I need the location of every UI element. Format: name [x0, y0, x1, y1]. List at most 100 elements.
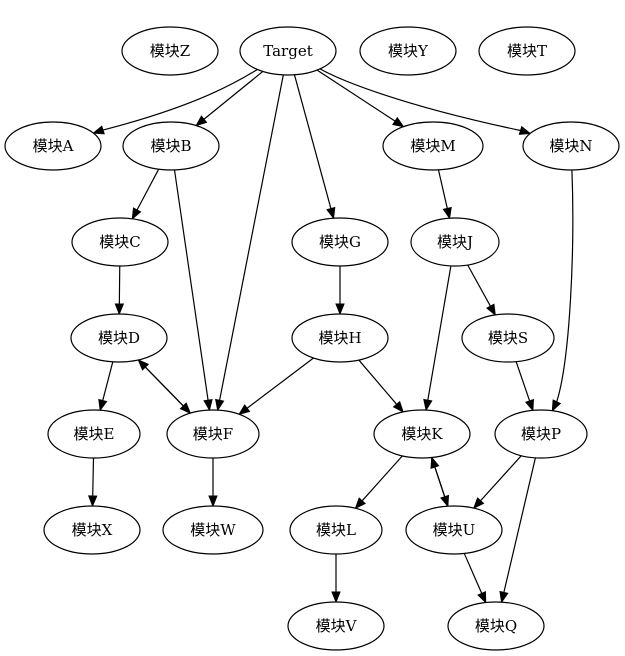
edge-line — [437, 169, 448, 209]
edge-f-to-w — [208, 458, 218, 508]
edge-u-to-k — [430, 456, 449, 507]
node-ellipse — [291, 313, 389, 363]
arrowhead-icon — [392, 116, 405, 128]
arrowhead-icon — [551, 399, 562, 412]
node-label: 模块J — [437, 233, 473, 251]
edge-line — [361, 455, 403, 502]
arrowhead-icon — [331, 591, 341, 604]
arrowhead-icon — [486, 303, 496, 317]
edge-line — [173, 169, 209, 401]
edge-b-to-f — [173, 169, 213, 412]
edge-line — [102, 361, 114, 401]
arrowhead-icon — [499, 590, 509, 604]
arrowhead-icon — [335, 303, 345, 316]
node-ellipse — [494, 409, 588, 459]
node-s: 模块S — [461, 313, 555, 363]
node-j: 模块J — [410, 217, 500, 267]
node-a: 模块A — [4, 121, 102, 171]
arrowhead-icon — [354, 497, 367, 510]
node-ellipse — [71, 217, 169, 267]
node-label: 模块M — [410, 137, 455, 155]
edge-target-to-f — [215, 74, 284, 412]
arrowhead-icon — [477, 591, 487, 604]
arrowhead-icon — [137, 358, 150, 371]
edge-target-to-n — [319, 68, 532, 135]
node-label: 模块N — [549, 137, 592, 155]
node-label: 模块X — [72, 521, 113, 539]
edge-line — [467, 264, 491, 307]
edge-j-to-s — [467, 264, 496, 317]
node-ellipse — [405, 505, 503, 555]
node-label: 模块S — [488, 329, 528, 347]
node-label: 模块H — [318, 329, 361, 347]
node-label: 模块K — [401, 425, 443, 443]
edge-l-to-v — [331, 554, 341, 604]
edge-line — [144, 366, 191, 414]
edge-p-to-u — [472, 455, 522, 510]
node-label: 模块P — [521, 425, 561, 443]
node-label: 模块D — [98, 329, 140, 347]
arrowhead-icon — [87, 495, 98, 508]
node-label: Target — [263, 42, 312, 60]
edge-m-to-j — [437, 169, 452, 220]
arrowhead-icon — [518, 125, 532, 135]
edge-n-to-p — [551, 169, 574, 412]
node-m: 模块M — [382, 121, 484, 171]
node-ellipse — [70, 313, 168, 363]
arrowhead-icon — [430, 456, 440, 469]
node-ellipse — [289, 505, 383, 555]
node-g: 模块G — [291, 217, 389, 267]
arrowhead-icon — [524, 398, 534, 412]
arrowhead-icon — [238, 404, 251, 416]
node-label: 模块F — [193, 425, 233, 443]
node-ellipse — [461, 313, 555, 363]
node-p: 模块P — [494, 409, 588, 459]
arrowhead-icon — [326, 206, 336, 220]
edge-g-to-h — [335, 266, 345, 316]
node-label: 模块E — [74, 425, 115, 443]
node-ellipse — [478, 26, 576, 76]
edges-layer — [87, 68, 574, 604]
node-label: 模块Q — [475, 617, 517, 635]
edge-line — [427, 265, 452, 401]
arrowhead-icon — [208, 495, 218, 508]
node-label: 模块B — [150, 137, 191, 155]
edge-d-to-e — [98, 361, 114, 412]
edge-s-to-p — [515, 361, 534, 412]
node-ellipse — [43, 505, 141, 555]
edge-line — [556, 169, 574, 402]
edge-line — [316, 69, 396, 122]
node-f: 模块F — [166, 409, 260, 459]
edge-line — [434, 466, 449, 507]
arrowhead-icon — [131, 207, 142, 220]
edge-c-to-d — [114, 265, 125, 316]
node-w: 模块W — [162, 505, 264, 555]
node-label: 模块T — [507, 42, 547, 60]
node-ellipse — [162, 505, 264, 555]
arrowhead-icon — [195, 115, 208, 127]
node-t: 模块T — [478, 26, 576, 76]
node-ellipse — [522, 121, 620, 171]
node-ellipse — [373, 409, 471, 459]
edge-u-to-q — [463, 553, 487, 604]
edge-h-to-f — [238, 357, 314, 416]
node-ellipse — [447, 601, 545, 651]
node-d: 模块D — [70, 313, 168, 363]
edge-e-to-x — [87, 457, 98, 508]
edge-line — [515, 361, 531, 402]
edge-line — [293, 74, 332, 209]
edge-target-to-b — [195, 70, 264, 127]
arrowhead-icon — [472, 497, 485, 510]
arrowhead-icon — [203, 398, 213, 412]
edge-line — [219, 74, 284, 401]
node-ellipse — [121, 26, 219, 76]
node-v: 模块V — [287, 601, 385, 651]
node-n: 模块N — [522, 121, 620, 171]
edge-line — [203, 70, 264, 120]
node-u: 模块U — [405, 505, 503, 555]
edge-h-to-k — [358, 359, 405, 413]
node-l: 模块L — [289, 505, 383, 555]
edge-k-to-l — [354, 455, 403, 510]
edge-line — [136, 168, 160, 211]
node-ellipse — [166, 409, 260, 459]
